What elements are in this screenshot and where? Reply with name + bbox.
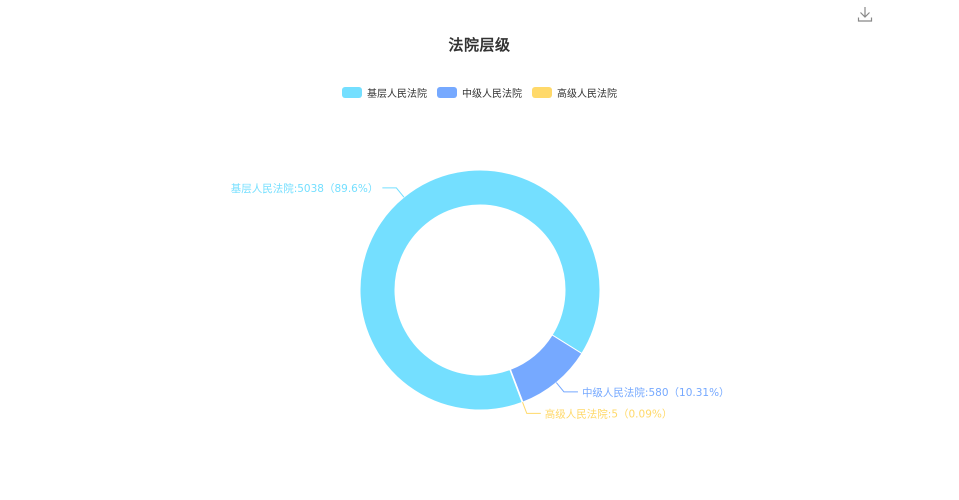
download-button[interactable] xyxy=(855,4,875,24)
leader-intermediate-court xyxy=(555,382,578,393)
legend-label: 中级人民法院 xyxy=(462,89,522,100)
legend-label: 基层人民法院 xyxy=(367,89,427,100)
label-high-court: 高级人民法院:5（0.09%） xyxy=(545,407,673,420)
leader-basic-court xyxy=(382,187,405,198)
download-icon xyxy=(857,7,873,22)
legend-swatch xyxy=(437,87,457,98)
legend-label: 高级人民法院 xyxy=(557,89,617,100)
slice-basic-court[interactable] xyxy=(359,169,601,411)
label-intermediate-court: 中级人民法院:580（10.31%） xyxy=(582,386,730,399)
chart-legend: 基层人民法院 中级人民法院 高级人民法院 xyxy=(0,85,959,100)
legend-item-intermediate-court[interactable]: 中级人民法院 xyxy=(437,85,522,100)
legend-item-high-court[interactable]: 高级人民法院 xyxy=(532,85,617,100)
legend-swatch xyxy=(342,87,362,98)
legend-item-basic-court[interactable]: 基层人民法院 xyxy=(342,85,427,100)
leader-high-court xyxy=(522,402,541,414)
label-basic-court: 基层人民法院:5038（89.6%） xyxy=(231,182,379,195)
legend-swatch xyxy=(532,87,552,98)
chart-title: 法院层级 xyxy=(448,36,511,54)
